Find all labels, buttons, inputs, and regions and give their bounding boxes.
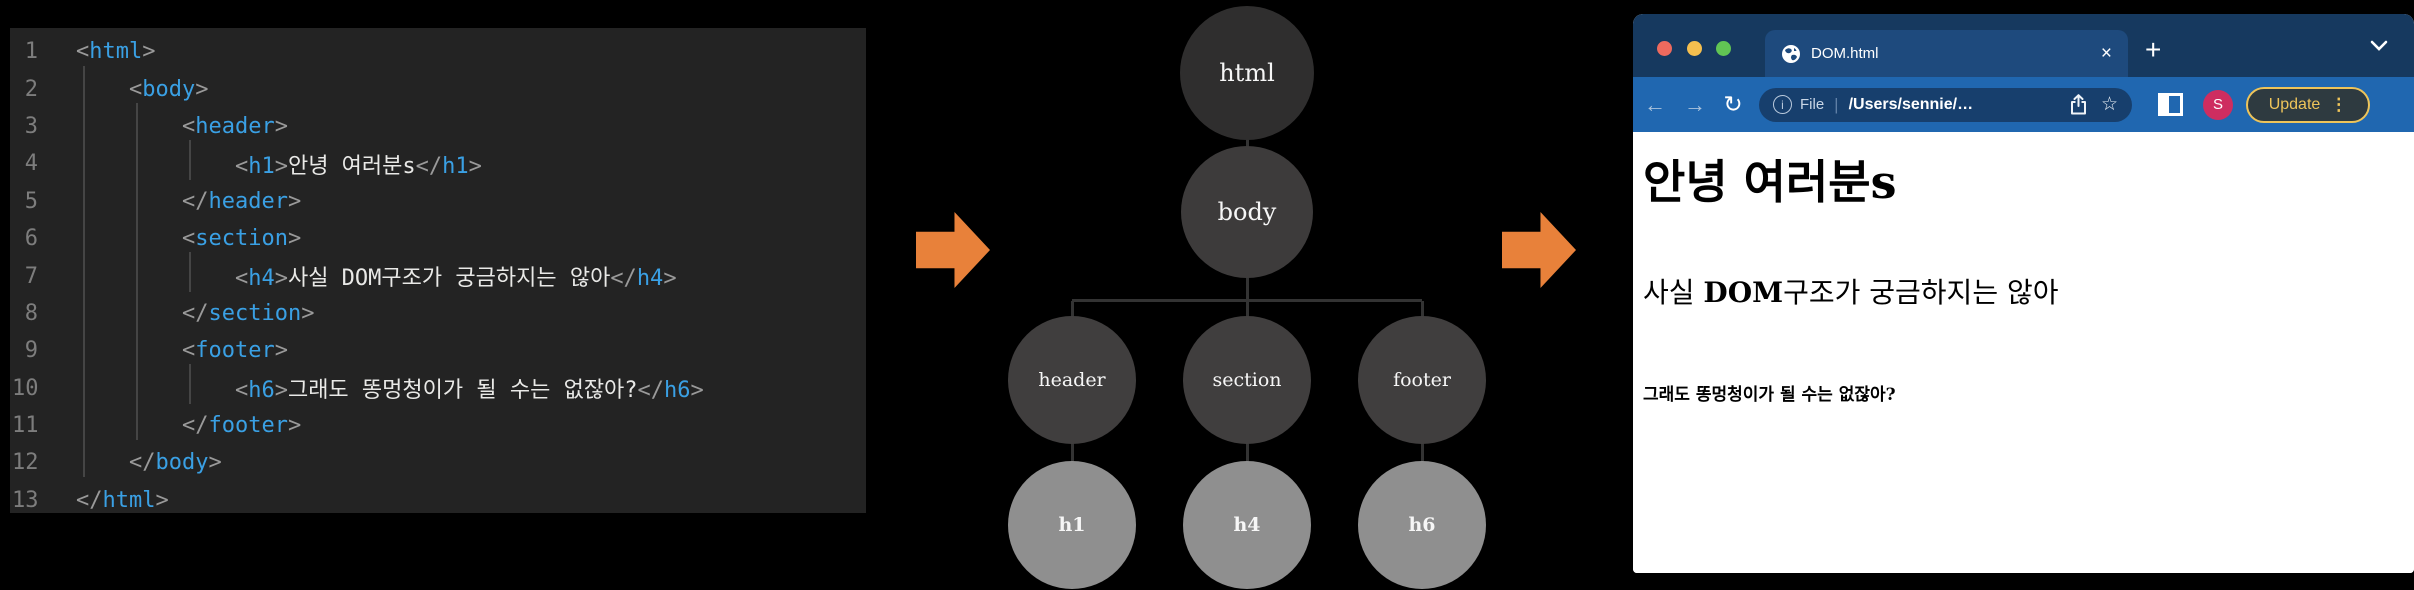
code-line: 7 <h4>사실 DOM구조가 궁금하지는 않아</h4> (10, 257, 866, 294)
address-separator: | (1834, 94, 1839, 114)
globe-favicon-icon (1782, 44, 1800, 63)
indent-guide (189, 364, 191, 404)
tree-connector (1246, 139, 1249, 149)
tab-title: DOM.html (1811, 45, 1879, 62)
dom-node-html: html (1180, 6, 1314, 140)
back-button[interactable]: ← (1644, 91, 1666, 117)
address-bar[interactable]: i File | /Users/sennie/… ☆ (1759, 87, 2132, 122)
code-text: <section> (181, 226, 302, 252)
rendered-page: 안녕 여러분s 사실 DOM구조가 궁금하지는 않아 그래도 똥멍청이가 될 수… (1633, 132, 2414, 573)
zoom-window-button[interactable] (1716, 41, 1731, 56)
dom-node-header: header (1008, 316, 1136, 444)
code-lines: 1<html>2 <body>3 <header>4 <h1>안녕 여러분s</… (10, 33, 866, 519)
page-heading-h6: 그래도 똥멍청이가 될 수는 없잖아? (1643, 385, 1896, 405)
tab-dom-html[interactable]: DOM.html × (1765, 30, 2128, 77)
tree-connector (1071, 443, 1074, 462)
code-text: </section> (181, 300, 315, 326)
code-line: 12 </body> (10, 444, 866, 481)
code-text: <footer> (181, 338, 288, 364)
dom-node-footer: footer (1358, 316, 1486, 444)
code-text: </html> (76, 487, 169, 513)
browser-window: DOM.html × + ← → ↻ i File | /Users/senni… (1633, 14, 2414, 573)
dom-node-body: body (1181, 146, 1313, 278)
code-line: 11 </footer> (10, 407, 866, 444)
close-window-button[interactable] (1657, 41, 1672, 56)
tab-strip: DOM.html × + (1633, 14, 2414, 77)
code-line: 4 <h1>안녕 여러분s</h1> (10, 145, 866, 182)
indent-guide (83, 66, 85, 477)
h4-text-suffix: 구조가 궁금하지는 않아 (1783, 276, 2059, 309)
h4-text-strong: DOM (1703, 276, 1784, 309)
code-line: 2 <body> (10, 70, 866, 107)
tree-connector (1246, 443, 1249, 462)
line-number: 9 (24, 338, 38, 364)
flow-arrow-left (916, 212, 990, 288)
code-editor-panel[interactable]: 1<html>2 <body>3 <header>4 <h1>안녕 여러분s</… (10, 28, 866, 513)
code-text: </body> (128, 450, 222, 476)
line-number: 13 (12, 487, 39, 513)
code-line: 9 <footer> (10, 332, 866, 369)
code-text: </footer> (181, 413, 302, 439)
share-icon[interactable] (2070, 94, 2087, 115)
indent-guide (136, 103, 138, 440)
code-text: <html> (76, 39, 156, 65)
new-tab-button[interactable]: + (2145, 34, 2162, 65)
dom-node-h4: h4 (1183, 461, 1311, 589)
update-button-label: Update (2268, 95, 2321, 113)
code-text: </header> (181, 188, 302, 214)
line-number: 11 (12, 413, 39, 439)
forward-button[interactable]: → (1684, 91, 1706, 117)
update-button[interactable]: Update ⋮ (2246, 86, 2370, 123)
code-text: <header> (181, 113, 288, 139)
code-line: 10 <h6>그래도 똥멍청이가 될 수는 없잖아?</h6> (10, 370, 866, 407)
line-number: 7 (24, 263, 38, 289)
indent-guide (189, 140, 191, 180)
code-text: <h4>사실 DOM구조가 궁금하지는 않아</h4> (234, 266, 677, 292)
reload-button[interactable]: ↻ (1723, 91, 1743, 117)
line-number: 5 (24, 188, 38, 214)
tab-close-icon[interactable]: × (2100, 43, 2112, 64)
page-heading-h1: 안녕 여러분s (1643, 155, 1897, 209)
tree-connector (1421, 301, 1424, 317)
line-number: 4 (24, 151, 38, 177)
code-text: <h1>안녕 여러분s</h1> (234, 153, 482, 179)
tree-connector (1071, 301, 1074, 317)
url-text[interactable]: /Users/sennie/… (1848, 95, 1974, 113)
tree-connector (1246, 276, 1249, 302)
side-panel-icon[interactable] (2158, 93, 2183, 116)
tree-connector (1072, 299, 1422, 302)
dom-node-h1: h1 (1008, 461, 1136, 589)
h4-text-prefix: 사실 (1643, 276, 1704, 309)
code-line: 5 </header> (10, 183, 866, 220)
flow-arrow-right (1502, 212, 1576, 288)
indent-guide (189, 252, 191, 292)
page-heading-h4: 사실 DOM구조가 궁금하지는 않아 (1643, 271, 2059, 311)
code-text: <body> (128, 76, 209, 102)
line-number: 10 (12, 375, 39, 401)
tree-connector (1421, 443, 1424, 462)
line-number: 1 (24, 39, 38, 65)
line-number: 3 (24, 113, 38, 139)
url-scheme-label: File (1800, 96, 1825, 113)
chevron-down-icon[interactable] (2370, 40, 2388, 52)
code-line: 13 </html> (10, 482, 866, 519)
browser-toolbar: ← → ↻ i File | /Users/sennie/… ☆ S Updat… (1633, 77, 2414, 132)
code-line: 3 <header> (10, 108, 866, 145)
kebab-menu-icon[interactable]: ⋮ (2330, 94, 2348, 114)
line-number: 6 (24, 226, 38, 252)
dom-node-h6: h6 (1358, 461, 1486, 589)
dom-node-section: section (1183, 316, 1311, 444)
tree-connector (1246, 301, 1249, 317)
minimize-window-button[interactable] (1687, 41, 1702, 56)
line-number: 12 (12, 450, 39, 476)
line-number: 8 (24, 300, 38, 326)
bookmark-star-icon[interactable]: ☆ (2100, 94, 2118, 115)
code-line: 1 <html> (10, 33, 866, 70)
line-number: 2 (24, 76, 38, 102)
code-text: <h6>그래도 똥멍청이가 될 수는 없잖아?</h6> (234, 378, 704, 404)
code-line: 6 <section> (10, 220, 866, 257)
site-info-icon[interactable]: i (1773, 95, 1792, 114)
code-line: 8 </section> (10, 295, 866, 332)
profile-avatar[interactable]: S (2203, 89, 2233, 120)
